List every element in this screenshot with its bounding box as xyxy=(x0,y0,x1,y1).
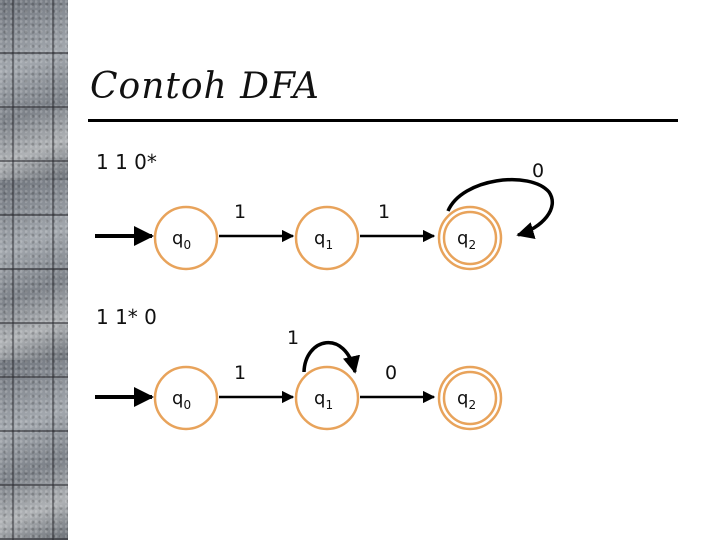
state-q1-1-label: q1 xyxy=(314,228,333,252)
state-q2-1-outer xyxy=(437,205,503,271)
state-q2-2-inner xyxy=(442,370,498,426)
self-loop-q1-2 xyxy=(302,340,361,374)
stone-wall-decoration xyxy=(0,0,68,540)
state-q2-2-outer xyxy=(437,365,503,431)
state-q1-1 xyxy=(294,205,360,271)
self-loop-q2-1 xyxy=(446,178,555,239)
self-loop-q1-2-label: 1 xyxy=(287,327,299,349)
edge-q1-q2-1-label: 1 xyxy=(378,201,390,223)
state-q0-1-label: q0 xyxy=(172,228,191,252)
state-q2-2-label: q2 xyxy=(457,388,476,412)
edge-q0-q1-2-label: 1 xyxy=(234,362,246,384)
title-underline xyxy=(88,119,678,122)
state-q1-2-label: q1 xyxy=(314,388,333,412)
regex-expression-1: 1 1 0* xyxy=(96,150,157,174)
state-q0-2-label: q0 xyxy=(172,388,191,412)
edge-q0-q1-1-label: 1 xyxy=(234,201,246,223)
edge-q1-q2-2-label: 0 xyxy=(385,362,397,384)
slide-title: Contoh DFA xyxy=(90,66,320,107)
state-q2-1-label: q2 xyxy=(457,228,476,252)
state-q0-2 xyxy=(153,365,219,431)
state-q2-1-inner xyxy=(442,210,498,266)
regex-expression-2: 1 1* 0 xyxy=(96,305,157,329)
self-loop-q2-1-label: 0 xyxy=(532,160,544,182)
dfa-1: q0 1 q1 1 q2 0 xyxy=(95,160,555,271)
dfa-2: q0 1 q1 1 0 q2 xyxy=(95,327,503,431)
state-q1-2 xyxy=(294,365,360,431)
state-q0-1 xyxy=(153,205,219,271)
